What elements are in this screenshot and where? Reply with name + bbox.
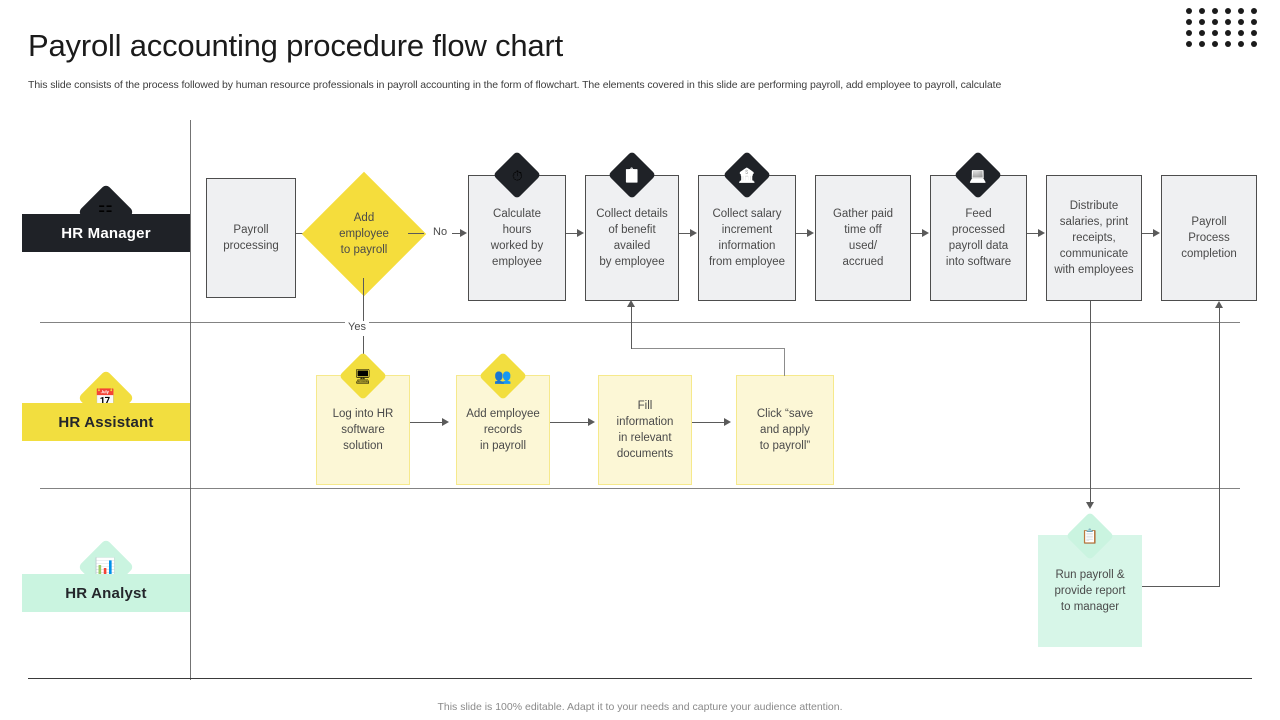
- lane-divider-2: [40, 488, 1240, 489]
- node-add-employee-to-payroll-decision[interactable]: Add employee to payroll: [301, 171, 427, 297]
- edge-n2-n10-b: [363, 336, 365, 368]
- edge-n14-n9-v: [1219, 308, 1221, 587]
- arrowhead-n3-n4: [577, 229, 584, 237]
- edge-n2-n3-b: [452, 233, 460, 235]
- sidebar-item-hr-manager[interactable]: HR Manager: [22, 214, 190, 252]
- edge-n8-n14: [1090, 301, 1092, 503]
- node-distribute-salaries[interactable]: Distribute salaries, print receipts, com…: [1046, 175, 1142, 301]
- sidebar-item-hr-analyst[interactable]: HR Analyst: [22, 574, 190, 612]
- node-gather-paid-time-off[interactable]: Gather paid time off used/ accrued: [815, 175, 911, 301]
- edge-n13-n4-v1: [784, 348, 786, 376]
- dot-grid-decoration: [1186, 8, 1264, 52]
- edge-n6-n7: [911, 233, 922, 235]
- lane-icon-glyph-analyst: 📊: [95, 557, 117, 577]
- arrowhead-n5-n6: [807, 229, 814, 237]
- flowchart-canvas: ☷ HR Manager 📅 HR Assistant 📊 HR Analyst…: [0, 110, 1280, 680]
- swimlane-vertical-axis: [190, 120, 191, 680]
- node-label: Log into HR software solution: [332, 408, 394, 452]
- node-fill-information[interactable]: Fill information in relevant documents: [598, 375, 692, 485]
- node-icon-glyph: 📋: [1081, 528, 1099, 544]
- arrowhead-n10-n11: [442, 418, 449, 426]
- arrowhead-n14-n9: [1215, 301, 1223, 308]
- node-label: Calculate hours worked by employee: [490, 208, 544, 268]
- lane-label-text: HR Assistant: [58, 413, 154, 431]
- page-subtitle: This slide consists of the process follo…: [28, 79, 1002, 91]
- node-label: Payroll Process completion: [1181, 216, 1237, 260]
- edge-n3-n4: [566, 233, 577, 235]
- node-label: Collect salary increment information fro…: [708, 208, 786, 268]
- edge-n12-n13: [692, 422, 724, 424]
- edge-n14-n9-h: [1142, 586, 1220, 588]
- node-label: Add employee records in payroll: [466, 408, 540, 452]
- node-payroll-processing[interactable]: Payroll processing: [206, 178, 296, 298]
- arrowhead-n11-n12: [588, 418, 595, 426]
- sidebar-item-hr-assistant[interactable]: HR Assistant: [22, 403, 190, 441]
- node-icon-glyph: 💻: [969, 167, 987, 183]
- node-icon-glyph: ⏱: [511, 166, 523, 183]
- node-label: Click “save and apply to payroll”: [756, 408, 814, 452]
- node-calculate-hours-worked[interactable]: Calculate hours worked by employee: [468, 175, 566, 301]
- arrowhead-n4-n5: [690, 229, 697, 237]
- node-click-save-apply-payroll[interactable]: Click “save and apply to payroll”: [736, 375, 834, 485]
- edge-label-yes: Yes: [345, 321, 369, 333]
- node-label: Collect details of benefit availed by em…: [596, 208, 668, 268]
- lane-label-text: HR Manager: [61, 224, 151, 242]
- page-title: Payroll accounting procedure flow chart: [28, 28, 563, 63]
- node-label: Payroll processing: [223, 224, 279, 252]
- lane-divider-1: [40, 322, 1240, 323]
- arrowhead-n7-n8: [1038, 229, 1045, 237]
- arrowhead-n8-n14: [1086, 502, 1094, 509]
- node-label: Fill information in relevant documents: [616, 400, 674, 460]
- lane-label-text: HR Analyst: [65, 584, 147, 602]
- arrowhead-n13-n4: [627, 300, 635, 307]
- arrowhead-n12-n13: [724, 418, 731, 426]
- footer-divider: [28, 678, 1252, 679]
- node-payroll-process-completion[interactable]: Payroll Process completion: [1161, 175, 1257, 301]
- edge-n11-n12: [550, 422, 588, 424]
- node-label: Gather paid time off used/ accrued: [832, 208, 894, 268]
- node-label: Feed processed payroll data into softwar…: [945, 208, 1012, 268]
- edge-n5-n6: [796, 233, 807, 235]
- arrowhead-n2-n3: [460, 229, 467, 237]
- node-icon-glyph: 🏦: [738, 167, 756, 183]
- edge-n13-n4-h: [631, 348, 785, 350]
- node-label: Distribute salaries, print receipts, com…: [1054, 200, 1134, 276]
- node-icon-glyph: 📋: [623, 167, 641, 183]
- edge-n7-n8: [1027, 233, 1038, 235]
- node-icon-glyph: 👥: [494, 368, 512, 384]
- arrowhead-n6-n7: [922, 229, 929, 237]
- edge-label-no: No: [430, 226, 451, 238]
- edge-n2-n10-a: [363, 278, 365, 328]
- edge-n4-n5: [679, 233, 690, 235]
- edge-n10-n11: [410, 422, 442, 424]
- footer-note: This slide is 100% editable. Adapt it to…: [437, 701, 843, 713]
- edge-n8-n9: [1142, 233, 1153, 235]
- edge-n13-n4-v2: [631, 307, 633, 349]
- node-icon-glyph: 🖥: [354, 368, 372, 384]
- edge-n2-n3-a: [408, 233, 424, 235]
- node-label: Add employee to payroll: [339, 212, 389, 256]
- node-label: Run payroll & provide report to manager: [1054, 569, 1126, 613]
- arrowhead-n8-n9: [1153, 229, 1160, 237]
